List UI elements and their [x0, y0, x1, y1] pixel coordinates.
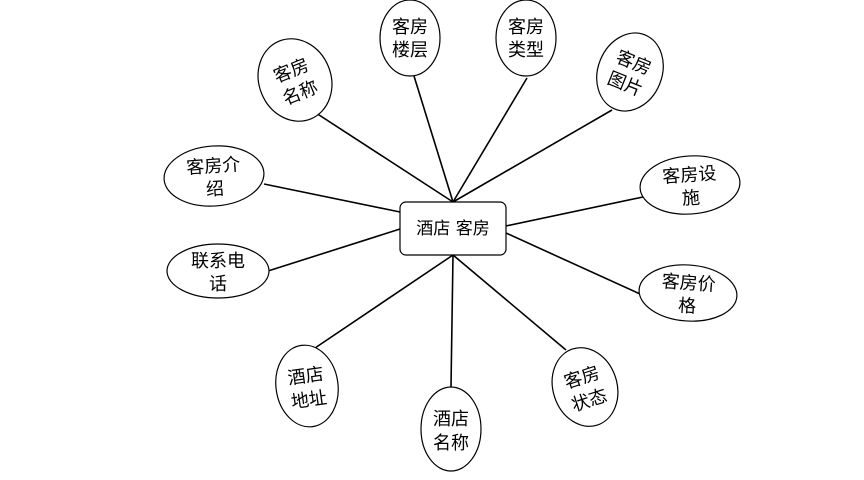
attr-hotel-address: 酒店 地址	[275, 344, 339, 428]
attr-room-type-line2: 类型	[508, 40, 544, 61]
attr-room-floor: 客房 楼层	[379, 0, 441, 77]
attr-room-image: 客房 图片	[596, 32, 664, 112]
attr-hotel-name-line2: 名称	[433, 433, 469, 454]
attr-room-price-line1: 客房价	[661, 271, 716, 296]
edge-room-price	[505, 232, 641, 295]
attr-contact-phone-line2: 话	[209, 274, 227, 295]
attr-hotel-address-line2: 地址	[290, 387, 329, 413]
edge-room-intro	[263, 183, 401, 213]
attr-room-floor-line1: 客房	[392, 17, 428, 38]
attr-room-name: 客房 名称	[257, 38, 333, 122]
attr-room-facility-line1: 客房设	[662, 163, 717, 188]
attr-room-price-line2: 格	[677, 295, 696, 317]
edge-room-floor	[413, 75, 454, 203]
attr-room-type-line1: 客房	[508, 17, 544, 38]
attr-contact-phone: 联系电 话	[166, 243, 270, 299]
edge-hotel-name	[450, 254, 454, 388]
attr-room-price: 客房价 格	[638, 264, 738, 322]
attr-room-intro: 客房介 绍	[163, 145, 265, 207]
edge-contact-phone	[267, 228, 401, 272]
attr-room-intro-line1: 客房介	[186, 154, 241, 179]
entity-hotel-room: 酒店 客房	[399, 201, 507, 256]
attr-room-type: 客房 类型	[495, 0, 557, 77]
edge-hotel-address	[314, 254, 454, 349]
edge-room-status	[452, 254, 567, 351]
edge-room-facility	[505, 196, 644, 227]
attr-hotel-name: 酒店 名称	[420, 386, 482, 472]
edge-room-name	[315, 112, 454, 203]
edge-room-type	[452, 77, 528, 203]
entity-label: 酒店 客房	[416, 219, 489, 239]
attr-room-facility-line2: 施	[681, 187, 700, 209]
attr-room-facility: 客房设 施	[639, 155, 741, 215]
attr-room-status: 客房 状态	[551, 347, 619, 427]
attr-hotel-name-line1: 酒店	[433, 409, 469, 430]
edges	[263, 75, 644, 388]
attr-room-intro-line2: 绍	[205, 178, 224, 200]
attr-room-floor-line2: 楼层	[392, 40, 428, 61]
attr-contact-phone-line1: 联系电	[191, 251, 245, 272]
attr-hotel-address-line1: 酒店	[286, 364, 325, 390]
edge-room-image	[452, 109, 613, 203]
